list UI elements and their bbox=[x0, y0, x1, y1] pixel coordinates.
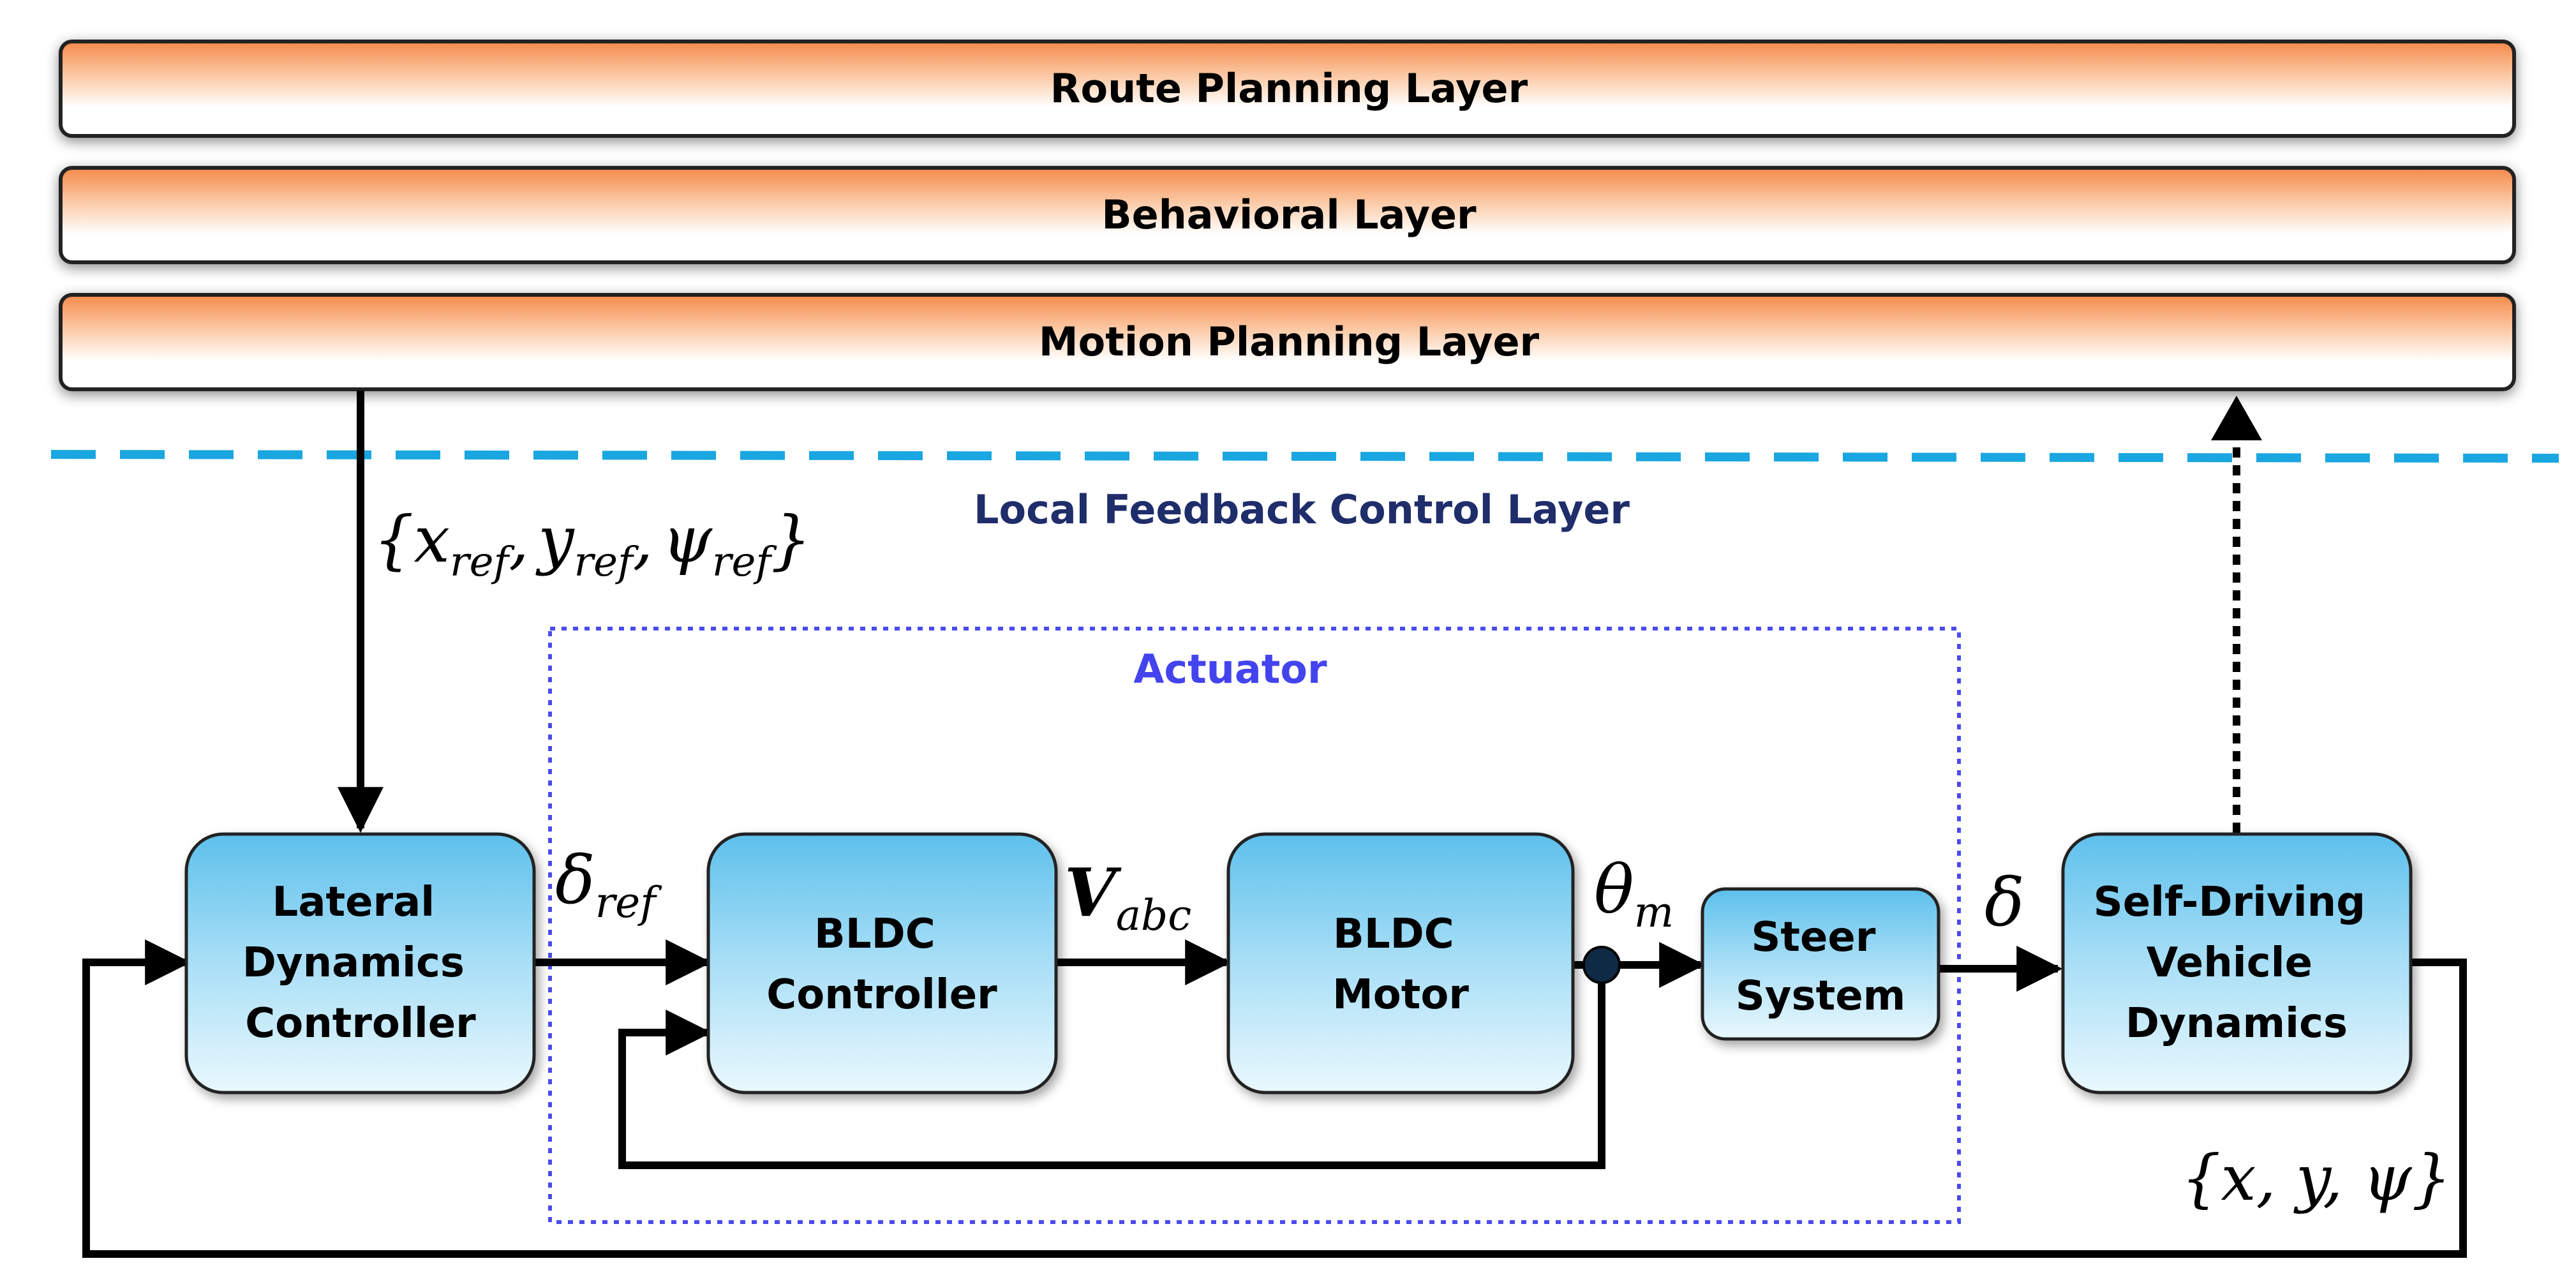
motor-feedback-wire bbox=[618, 965, 1605, 1169]
vehicle-dynamics-block: Self-Driving Vehicle Dynamics bbox=[2061, 832, 2413, 1094]
theta-m-label: θm bbox=[1594, 851, 1674, 937]
ref-trajectory-label: {xref,yref,ψref} bbox=[373, 502, 812, 586]
svg-text:BLDC Motor: BLDC Motor bbox=[1332, 911, 1469, 1019]
svg-text:BLDC Controller: BLDC Controller bbox=[766, 911, 997, 1019]
bldc-controller-block: BLDC Controller bbox=[706, 832, 1058, 1094]
motion-planning-label: Motion Planning Layer bbox=[1039, 318, 1540, 365]
route-planning-layer: Route Planning Layer bbox=[59, 40, 2516, 138]
layer-separator-dashed bbox=[50, 450, 2559, 463]
actuator-boundary bbox=[548, 627, 1961, 1224]
bldc-motor-line-2: Motor bbox=[1332, 971, 1469, 1019]
steer-line-2: System bbox=[1736, 973, 1906, 1020]
delta-ref-label: δref bbox=[555, 841, 662, 927]
behavioral-layer: Behavioral Layer bbox=[59, 166, 2516, 264]
bldc-controller-line-1: BLDC bbox=[814, 911, 935, 958]
route-planning-label: Route Planning Layer bbox=[1050, 65, 1528, 112]
svg-text:Steer System: Steer System bbox=[1736, 914, 1906, 1020]
lateral-dynamics-controller-block: Lateral Dynamics Controller bbox=[184, 832, 536, 1094]
bldc-controller-line-2: Controller bbox=[766, 971, 997, 1019]
svg-text:Self-Driving Vehicle: Self-Driving Vehicle Dynamics bbox=[2094, 879, 2380, 1047]
vehicle-line-3: Dynamics bbox=[2126, 1000, 2348, 1047]
behavioral-label: Behavioral Layer bbox=[1101, 191, 1477, 238]
lateral-line-3: Controller bbox=[245, 1000, 476, 1047]
bldc-motor-line-1: BLDC bbox=[1333, 911, 1454, 958]
steer-system-block: Steer System bbox=[1701, 887, 1940, 1041]
svg-text:Lateral Dynamics C: Lateral Dynamics Controller bbox=[242, 879, 479, 1047]
motion-planning-layer: Motion Planning Layer bbox=[59, 293, 2516, 391]
lateral-line-2: Dynamics bbox=[242, 939, 465, 987]
vehicle-line-2: Vehicle bbox=[2147, 939, 2312, 987]
theta-pickoff-node bbox=[1582, 946, 1621, 984]
vabc-label: Vabc bbox=[1064, 853, 1191, 940]
bldc-motor-block: BLDC Motor bbox=[1226, 832, 1575, 1094]
local-feedback-control-label: Local Feedback Control Layer bbox=[974, 486, 1630, 533]
lateral-line-1: Lateral bbox=[272, 879, 435, 926]
state-to-planner-arrowhead bbox=[2211, 396, 2262, 440]
vehicle-line-1: Self-Driving bbox=[2094, 879, 2365, 926]
actuator-label: Actuator bbox=[1133, 646, 1327, 692]
vehicle-state-feedback-wire bbox=[82, 939, 2467, 1258]
vehicle-state-label: {x, y, ψ} bbox=[2181, 1142, 2452, 1215]
delta-label: δ bbox=[1984, 863, 2025, 941]
steer-line-1: Steer bbox=[1751, 914, 1876, 961]
